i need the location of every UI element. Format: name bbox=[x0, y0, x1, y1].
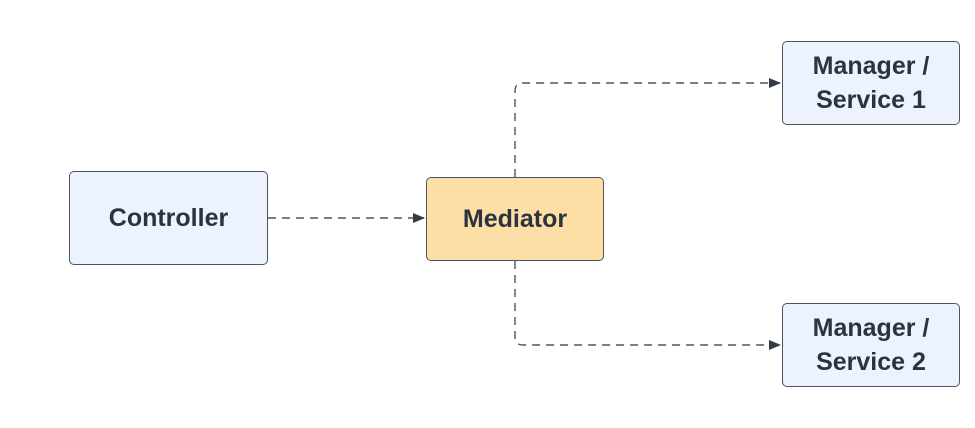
mediator-label: Mediator bbox=[462, 205, 568, 233]
mediator-node: Mediator bbox=[426, 177, 604, 261]
controller-label: Controller bbox=[108, 204, 229, 232]
controller-node: Controller bbox=[69, 171, 268, 265]
edge-mediator-to-service1 bbox=[514, 78, 781, 177]
manager-service-2-label: Manager / Service 2 bbox=[812, 314, 930, 376]
manager-service-1-label: Manager / Service 1 bbox=[812, 52, 930, 114]
manager-service-2-node: Manager / Service 2 bbox=[782, 303, 960, 387]
manager-service-1-node: Manager / Service 1 bbox=[782, 41, 960, 125]
edge-mediator-to-service2 bbox=[514, 261, 781, 350]
